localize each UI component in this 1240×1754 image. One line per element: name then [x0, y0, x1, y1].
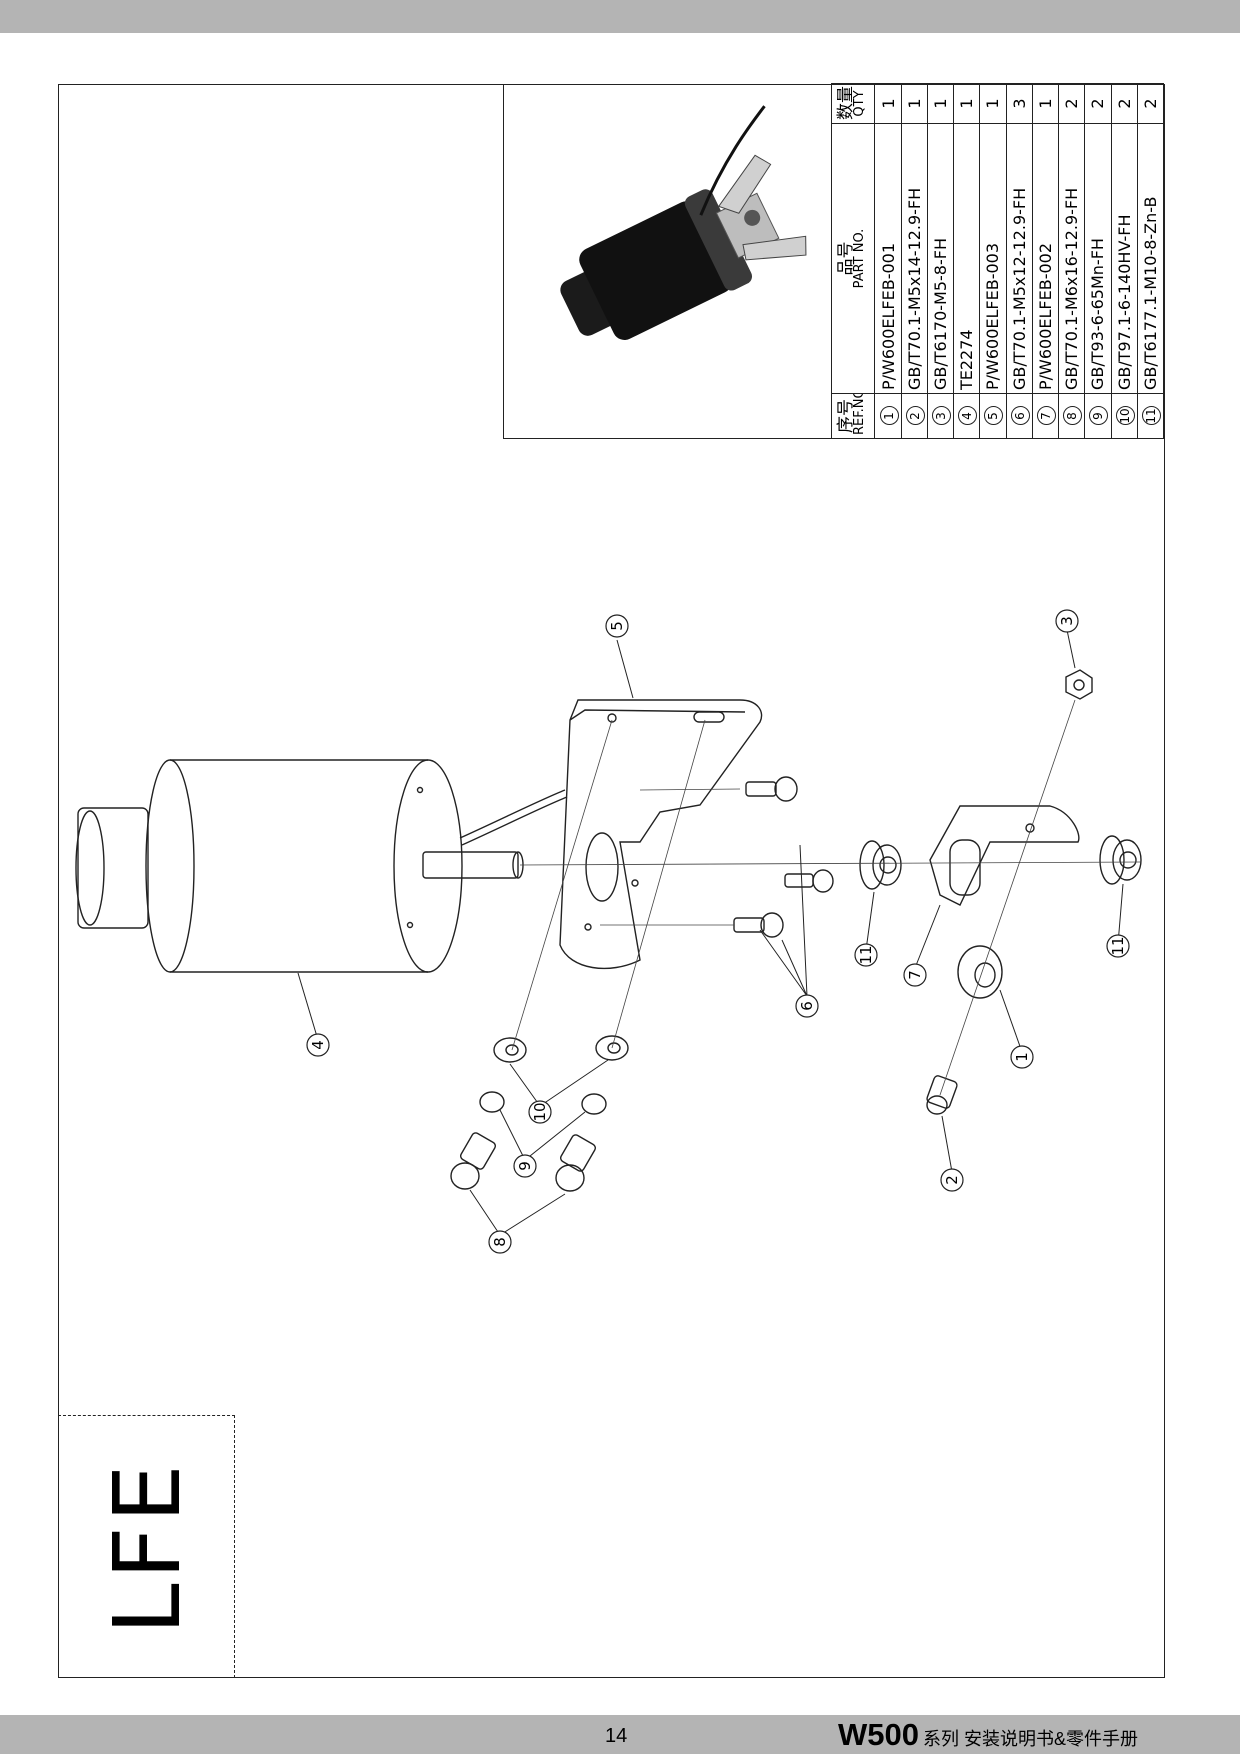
callout-11: 11 [1109, 936, 1127, 955]
lfe-stamp-box: LFE [58, 1415, 235, 1678]
washer-set-10 [493, 1035, 629, 1063]
lfe-stamp-text: LFE [94, 1460, 201, 1635]
callout-1: 1 [1013, 1052, 1031, 1062]
callout-11: 11 [857, 945, 875, 964]
callout-5: 5 [608, 621, 626, 631]
top-bar [0, 0, 1240, 33]
bracket-part [559, 699, 763, 970]
manual-title: 系列 安装说明书&零件手册 [922, 1729, 1138, 1749]
spring-washer-set-9 [479, 1091, 607, 1115]
motor-part [75, 759, 568, 973]
assembly-preview [503, 84, 832, 439]
nut-3 [1065, 669, 1093, 700]
callout-10: 10 [531, 1102, 549, 1121]
callout-4: 4 [309, 1040, 327, 1050]
callout-6: 6 [798, 1001, 816, 1011]
flange-nut-11 [859, 835, 1142, 890]
callout-9: 9 [516, 1161, 534, 1171]
page-number: 14 [605, 1725, 628, 1747]
l-bracket-part [929, 805, 1080, 906]
callout-8: 8 [491, 1237, 509, 1247]
center-lines [511, 699, 1141, 1096]
assembly-preview-image [560, 105, 807, 340]
footer-bar [0, 1715, 1240, 1754]
screw-2 [926, 1075, 958, 1115]
callout-3: 3 [1058, 616, 1076, 626]
drawing-frame [58, 84, 1165, 1678]
washer-1 [957, 945, 1003, 999]
callout-2: 2 [943, 1175, 961, 1185]
callout-7: 7 [906, 970, 924, 980]
screw-set-6 [733, 776, 834, 938]
screw-set-8 [450, 1132, 596, 1192]
model-name: W500 [838, 1717, 919, 1752]
